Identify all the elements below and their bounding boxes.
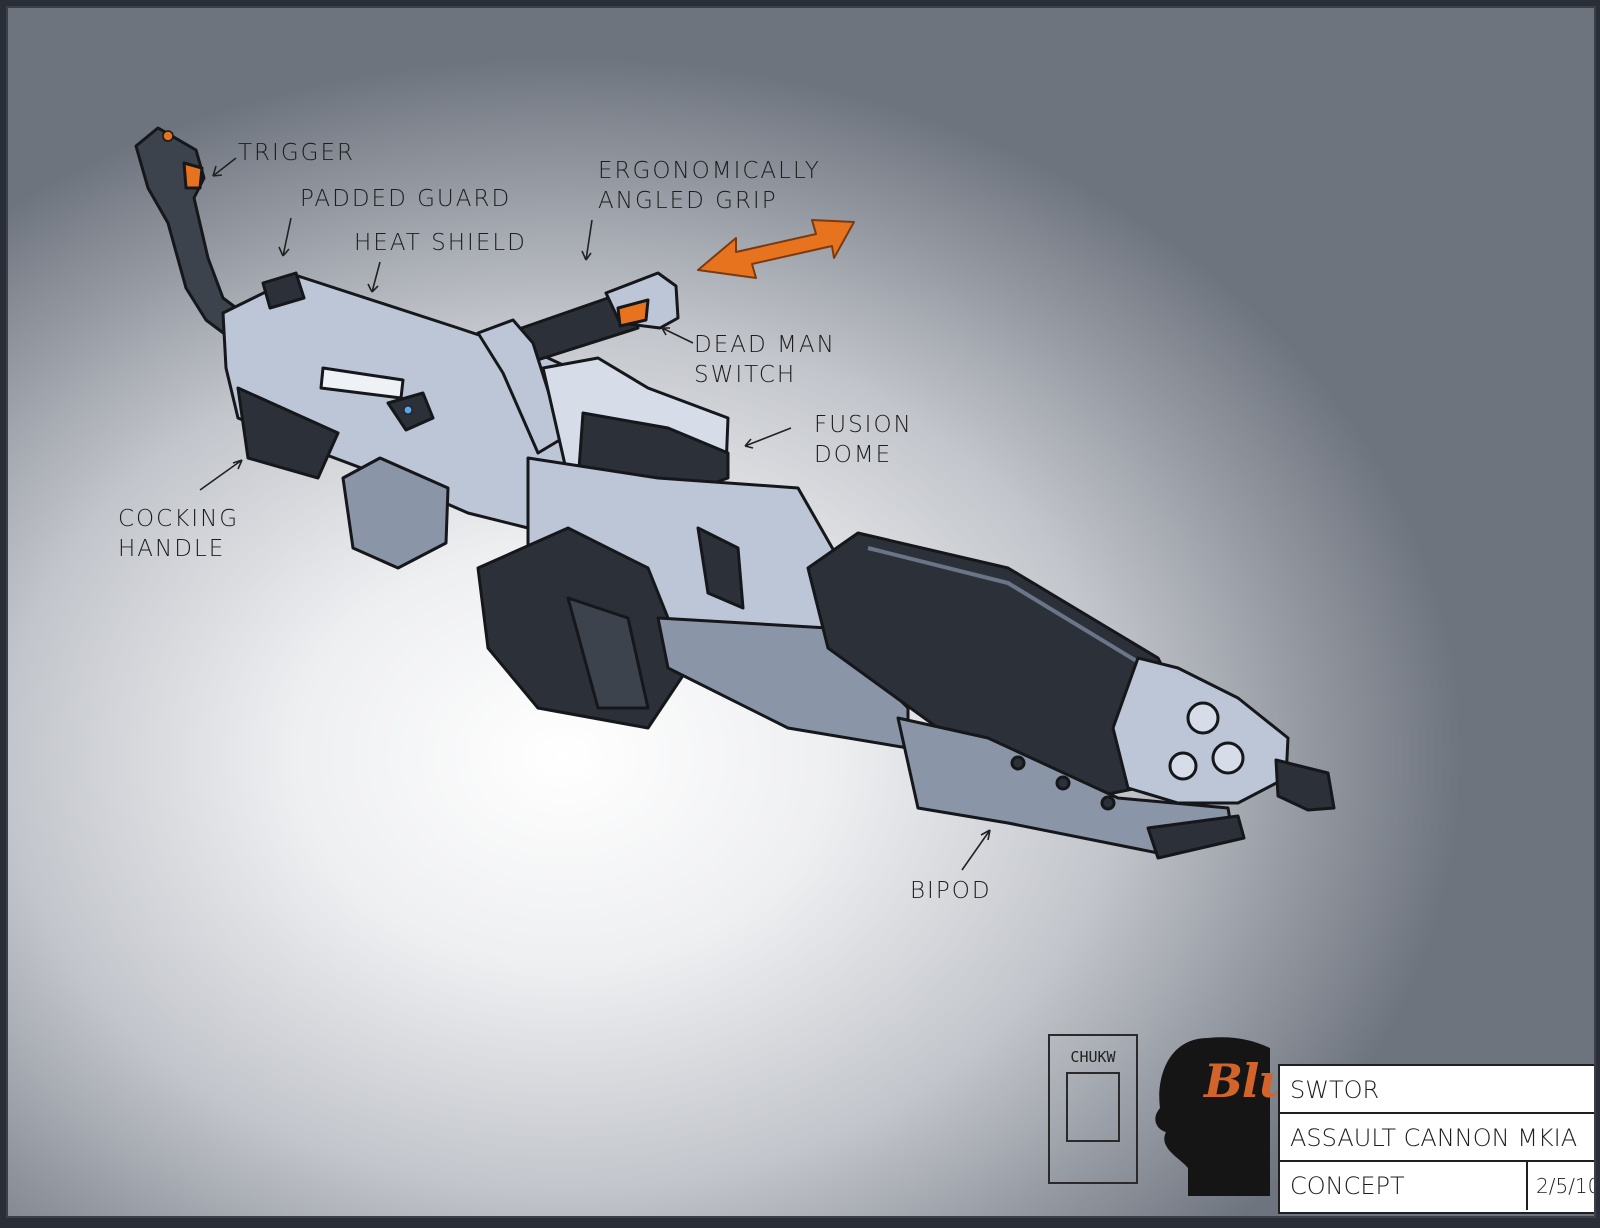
signature-name: CHUKW — [1070, 1048, 1116, 1066]
double-arrow-icon — [697, 219, 855, 279]
blur-head-logo — [1155, 1037, 1270, 1196]
concept-sheet: TRIGGER PADDED GUARD HEAT SHIELD ERGONOM… — [6, 6, 1596, 1218]
title-block-stage-row: CONCEPT 2/5/10 — [1280, 1162, 1594, 1210]
callout-dead-man-switch: DEAD MAN SWITCH — [694, 330, 836, 390]
callout-cocking-handle: COCKING HANDLE — [118, 504, 239, 564]
title-block: SWTOR ASSAULT CANNON MKIA CONCEPT 2/5/10 — [1278, 1064, 1594, 1214]
title-block-date: 2/5/10 — [1526, 1162, 1594, 1210]
callout-padded-guard: PADDED GUARD — [300, 186, 512, 212]
signature-stamp: CHUKW — [1048, 1034, 1138, 1184]
title-block-stage: CONCEPT — [1290, 1172, 1405, 1200]
title-block-project: SWTOR — [1280, 1066, 1594, 1114]
callout-fusion-dome-line2: DOME — [814, 442, 893, 468]
assault-cannon-illustration — [134, 126, 1336, 1196]
callout-fusion-dome: FUSION DOME — [814, 410, 913, 470]
callout-trigger: TRIGGER — [238, 140, 355, 166]
callout-dead-man-line2: SWITCH — [694, 362, 797, 388]
callout-bipod: BIPOD — [910, 878, 992, 904]
callout-heat-shield: HEAT SHIELD — [354, 230, 527, 256]
callout-angled-grip-line2: ANGLED GRIP — [598, 188, 778, 214]
signature-mark — [1066, 1072, 1120, 1142]
callout-cocking-handle-line1: COCKING — [118, 506, 240, 532]
title-block-item: ASSAULT CANNON MKIA — [1280, 1114, 1594, 1162]
callout-cocking-handle-line2: HANDLE — [118, 536, 226, 562]
callout-angled-grip-line1: ERGONOMICALLY — [598, 158, 821, 184]
callout-dead-man-line1: DEAD MAN — [694, 332, 836, 358]
callout-angled-grip: ERGONOMICALLY ANGLED GRIP — [598, 156, 821, 216]
callout-fusion-dome-line1: FUSION — [814, 412, 913, 438]
